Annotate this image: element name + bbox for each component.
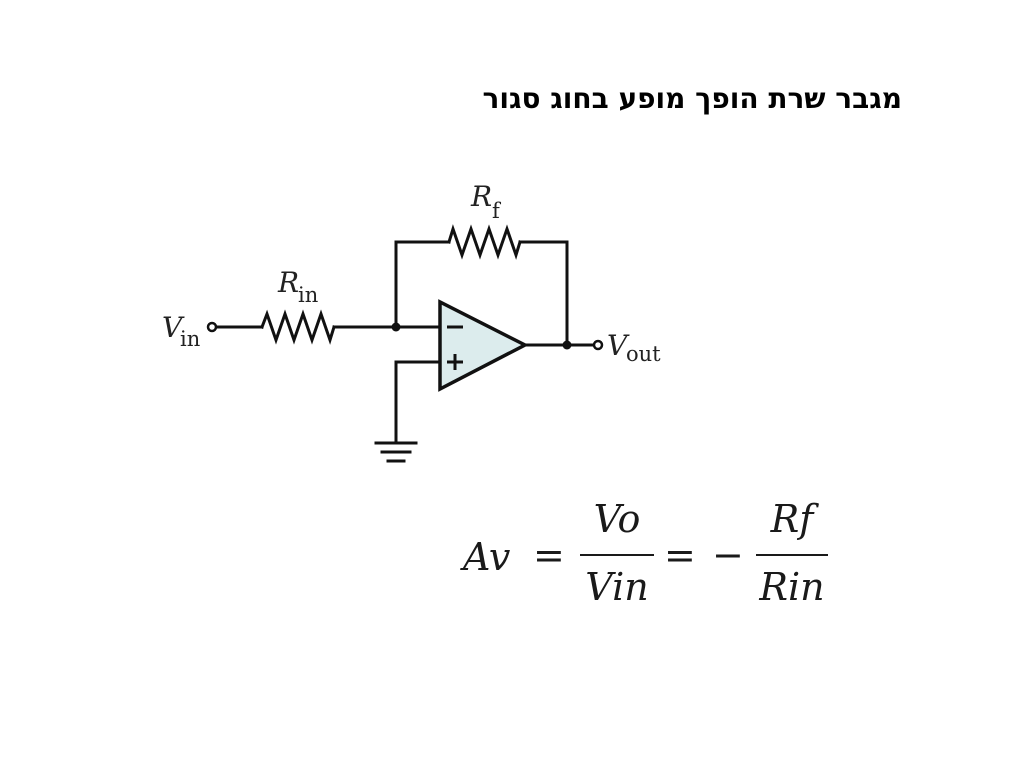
formula-minus: − xyxy=(712,533,744,577)
rf-label: R xyxy=(470,180,492,213)
vout-label-sub: out xyxy=(626,342,661,366)
formula-frac2-numerator: Rf xyxy=(770,497,820,541)
formula-lhs: Av xyxy=(460,535,511,579)
formula-frac1-numerator: Vo xyxy=(594,497,641,541)
rin-label: R xyxy=(277,266,299,299)
output-junction-dot xyxy=(562,340,572,350)
rf-label-sub: f xyxy=(492,199,502,223)
vin-label: V xyxy=(162,311,185,344)
vin-terminal xyxy=(206,321,218,333)
vout-terminal xyxy=(592,339,604,351)
gain-formula: Av = Vo Vin = − Rf Rin xyxy=(460,497,828,609)
formula-equals-2: = xyxy=(664,533,696,577)
vin-label-sub: in xyxy=(180,327,200,351)
formula-frac2-denominator: Rin xyxy=(758,565,824,609)
rf-resistor xyxy=(447,224,522,260)
opamp-triangle xyxy=(438,299,529,392)
input-junction-dot xyxy=(391,322,401,332)
formula-equals-1: = xyxy=(533,533,565,577)
rin-label-sub: in xyxy=(298,283,318,307)
vout-label: V xyxy=(607,329,630,362)
formula-frac1-denominator: Vin xyxy=(585,565,648,609)
slide-title: מגבר שרת הופך מופע בחוג סגור xyxy=(482,82,902,115)
rin-resistor xyxy=(260,309,336,345)
